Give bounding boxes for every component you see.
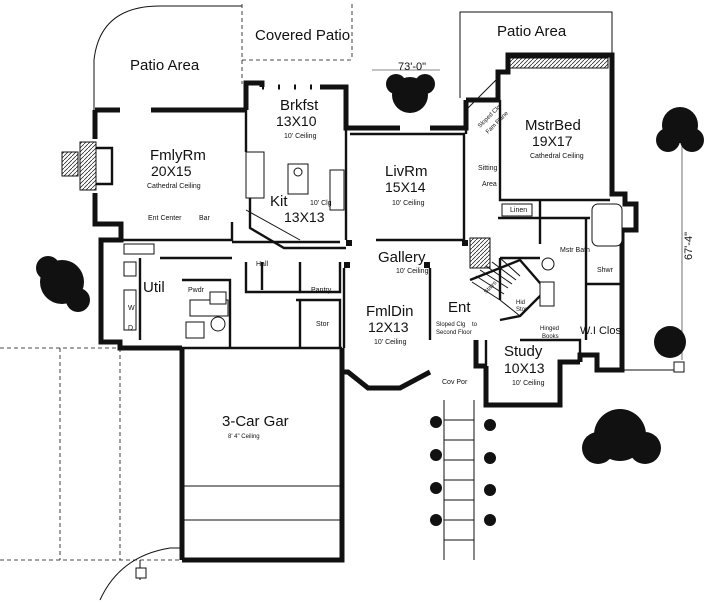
hid-label-1: Hid bbox=[516, 300, 525, 306]
gallery-label: Gallery bbox=[378, 249, 426, 266]
mstrbed-name: MstrBed bbox=[525, 117, 581, 134]
overall-depth-label: 67'-4" bbox=[683, 232, 695, 260]
kit-name: Kit bbox=[270, 193, 288, 210]
ent-note-2: to bbox=[472, 322, 478, 328]
washer-label: W bbox=[128, 305, 135, 312]
mstrbed-ceiling: Cathedral Ceiling bbox=[530, 153, 584, 160]
study-name: Study bbox=[504, 343, 543, 360]
ent-note-1: Sloped Clg bbox=[436, 322, 465, 328]
wi-clos-label: W.I Clos bbox=[580, 325, 621, 337]
kit-size: 13X13 bbox=[284, 209, 325, 225]
ent-center-label: Ent Center bbox=[148, 215, 182, 222]
patio-left-label: Patio Area bbox=[130, 57, 200, 74]
fireplace-mstrbed bbox=[465, 57, 609, 111]
area-label: Area bbox=[482, 181, 497, 188]
livrm-name: LivRm bbox=[385, 163, 428, 180]
patio-outlines bbox=[93, 4, 613, 110]
dryer-label: D bbox=[128, 325, 133, 332]
garage-name: 3-Car Gar bbox=[222, 413, 289, 430]
overall-width-label: 73'-0" bbox=[398, 61, 426, 73]
mstr-bath-label: Mstr Bath bbox=[560, 247, 590, 254]
bath-fixtures bbox=[185, 203, 623, 339]
stairs bbox=[471, 257, 521, 317]
gallery-columns bbox=[344, 237, 491, 269]
fmlyrm-name: FmlyRm bbox=[150, 147, 206, 164]
livrm-ceiling: 10' Ceiling bbox=[392, 200, 425, 207]
util-fixtures bbox=[123, 243, 155, 331]
sitting-label: Sitting bbox=[478, 165, 498, 172]
fmlyrm-size: 20X15 bbox=[151, 163, 192, 179]
fmldin-name: FmlDin bbox=[366, 303, 414, 320]
kitchen-fixtures bbox=[245, 151, 345, 241]
walkway bbox=[99, 361, 685, 601]
fireplace-fmlyrm bbox=[61, 141, 114, 191]
util-label: Util bbox=[143, 279, 165, 296]
brkfst-name: Brkfst bbox=[280, 97, 319, 114]
hinged-label-1: Hinged bbox=[540, 326, 559, 332]
pwdr-label: Pwdr bbox=[188, 287, 205, 294]
livrm-size: 15X14 bbox=[385, 179, 426, 195]
fmldin-ceiling: 10' Ceiling bbox=[374, 339, 407, 346]
brkfst-ceiling: 10' Ceiling bbox=[284, 133, 317, 140]
shwr-label: Shwr bbox=[597, 267, 614, 274]
linen-label: Linen bbox=[510, 207, 527, 214]
fmlyrm-ceiling: Cathedral Ceiling bbox=[147, 183, 201, 190]
shrubs bbox=[36, 74, 704, 526]
hinged-label-2: Books bbox=[542, 334, 559, 340]
dimension-lines bbox=[372, 69, 683, 360]
brkfst-size: 13X10 bbox=[276, 113, 317, 129]
study-ceiling: 10' Ceiling bbox=[512, 380, 545, 387]
ent-note-3: Second Floor bbox=[436, 330, 472, 336]
study-size: 10X13 bbox=[504, 360, 545, 376]
hall-label: Hall bbox=[256, 261, 269, 268]
kit-ceiling: 10' Clg bbox=[310, 200, 332, 207]
pantry-label: Pantry bbox=[311, 287, 332, 294]
garage-ceiling: 8' 4" Ceiling bbox=[228, 434, 260, 440]
ent-label: Ent bbox=[448, 299, 471, 316]
covered-patio-label: Covered Patio bbox=[255, 27, 350, 44]
fmldin-size: 12X13 bbox=[368, 319, 409, 335]
garage-doors bbox=[0, 347, 342, 561]
patio-right-label: Patio Area bbox=[497, 23, 567, 40]
cov-por-label: Cov Por bbox=[442, 379, 468, 386]
bar-label: Bar bbox=[199, 215, 211, 222]
hid-label-2: Stor bbox=[516, 307, 527, 313]
gallery-ceiling: 10' Ceiling bbox=[396, 268, 429, 275]
mstrbed-size: 19X17 bbox=[532, 133, 573, 149]
stor-gar-label: Stor bbox=[316, 321, 330, 328]
